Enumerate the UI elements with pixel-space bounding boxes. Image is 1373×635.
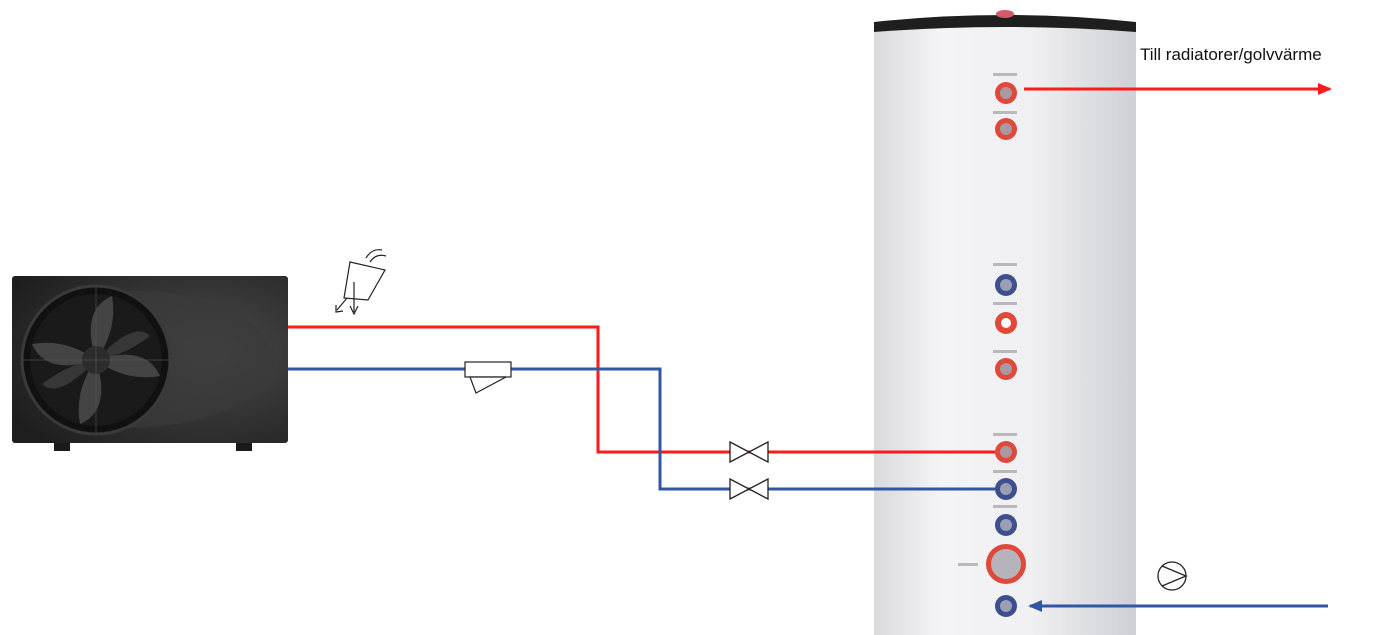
shutoff-valve-icon (729, 477, 769, 501)
dirt-filter-icon (464, 361, 512, 394)
heat-pump-foot (236, 440, 252, 451)
tank-top-fitting (996, 10, 1014, 18)
heat-pump-foot (54, 440, 70, 451)
shutoff-valve-icon (729, 440, 769, 464)
circulation-pump-icon (1157, 561, 1188, 591)
tank-cap (874, 15, 1136, 32)
supply-pipe (288, 325, 995, 454)
heat-pump-unit (12, 276, 288, 451)
port-labels (958, 73, 1017, 566)
fan-icon (20, 284, 172, 436)
tank-ports (986, 82, 1026, 617)
radiator-outlet-label: Till radiatorer/golvvärme (1140, 45, 1322, 64)
storage-tank (874, 10, 1136, 635)
flow-sensor-icon (335, 249, 387, 316)
pipes (288, 83, 1332, 612)
